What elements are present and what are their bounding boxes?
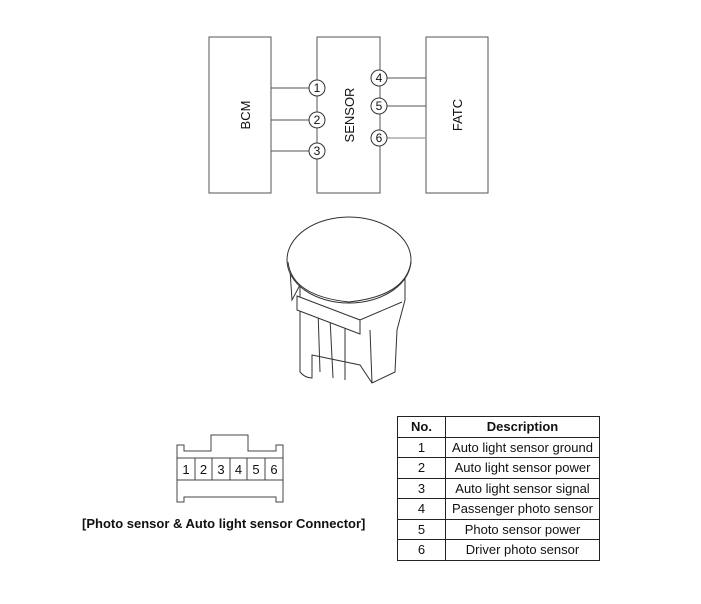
bcm-label: BCM (238, 101, 253, 130)
pin-no: 5 (397, 518, 446, 540)
connector-caption: [Photo sensor & Auto light sensor Connec… (82, 516, 366, 531)
pin-5-circle (370, 97, 388, 115)
pin-label: 3 (314, 144, 321, 158)
pin-no: 1 (397, 436, 446, 458)
connector-pin: 1 (182, 462, 189, 477)
connector-pin: 4 (235, 462, 242, 477)
header-description: Description (445, 416, 600, 438)
pin-label: 6 (376, 131, 383, 145)
pin-4-circle (370, 69, 388, 87)
pin-desc: Auto light sensor ground (445, 436, 600, 458)
pin-1-circle (308, 79, 326, 97)
connector-pin: 2 (200, 462, 207, 477)
pin-desc: Passenger photo sensor (445, 498, 600, 520)
pin-no: 6 (397, 539, 446, 561)
connector-face (176, 434, 284, 503)
pin-no: 2 (397, 457, 446, 479)
header-no: No. (397, 416, 446, 438)
bcm-block (208, 36, 272, 194)
pin-desc: Auto light sensor signal (445, 477, 600, 499)
fatc-label: FATC (450, 99, 465, 131)
pin-label: 4 (376, 71, 383, 85)
fatc-block (425, 36, 489, 194)
connector-pin: 3 (217, 462, 224, 477)
connector-pin: 5 (252, 462, 259, 477)
pin-label: 2 (314, 113, 321, 127)
pin-desc: Driver photo sensor (445, 539, 600, 561)
sensor-label: SENSOR (342, 88, 357, 143)
pin-3-circle (308, 142, 326, 160)
connector-pin: 6 (270, 462, 277, 477)
photo-sensor-illustration (286, 216, 412, 384)
pin-desc: Auto light sensor power (445, 457, 600, 479)
pin-desc: Photo sensor power (445, 518, 600, 540)
pin-label: 5 (376, 99, 383, 113)
pin-no: 3 (397, 477, 446, 499)
pin-no: 4 (397, 498, 446, 520)
pin-6-circle (370, 129, 388, 147)
pin-label: 1 (314, 81, 321, 95)
pin-2-circle (308, 111, 326, 129)
table-header-row: No. Description (397, 416, 600, 438)
